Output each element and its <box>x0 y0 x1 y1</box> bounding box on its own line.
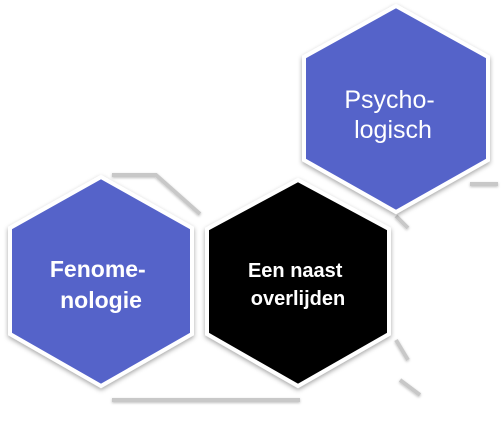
hexagon-fenomenologie-label: Fenome- nologie <box>50 256 152 313</box>
hexagon-een-naast-overlijden-line-2: overlijden <box>251 288 345 310</box>
connector-line <box>394 338 410 362</box>
hexagon-een-naast-overlijden: Een naast overlijden <box>205 177 391 389</box>
hexagon-fenomenologie-line-2: nologie <box>60 287 142 313</box>
connector-line <box>398 378 422 397</box>
hexagon-een-naast-overlijden-line-1: Een naast <box>248 260 343 282</box>
connector-lines <box>112 173 498 402</box>
hexagon-fenomenologie-shape <box>8 174 194 389</box>
hexagon-fenomenologie: Fenome- nologie <box>8 174 194 389</box>
connector-line <box>112 173 202 216</box>
connector-line <box>394 214 410 230</box>
hexagon-psychologisch: Psycho- logisch <box>302 3 490 215</box>
hexagon-een-naast-overlijden-label: Een naast overlijden <box>248 260 348 310</box>
hexagon-psychologisch-label: Psycho- logisch <box>344 86 441 144</box>
hexagon-psychologisch-shape <box>302 3 490 215</box>
hexagon-een-naast-overlijden-shape <box>205 177 391 389</box>
hexagon-psychologisch-line-1: Psycho- <box>344 86 434 114</box>
hexagon-psychologisch-line-2: logisch <box>354 116 432 144</box>
hexagon-fenomenologie-line-1: Fenome- <box>50 256 146 282</box>
